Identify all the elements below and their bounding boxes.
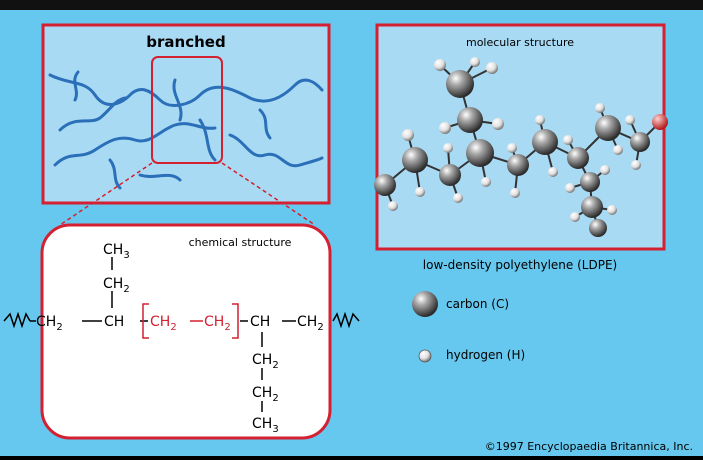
molecular-frame	[375, 23, 666, 251]
chem-ch2-lower-branch-2: CH2	[252, 385, 279, 404]
chem-ch-left: CH	[104, 314, 124, 330]
chain-end-right	[332, 311, 360, 329]
chem-ch2-2: CH2	[297, 314, 324, 333]
chem-ch3-top: CH3	[103, 242, 130, 261]
end-atom	[652, 114, 668, 130]
legend: carbon (C) hydrogen (H)	[412, 291, 525, 363]
molecular-panel: molecular structure	[374, 23, 668, 272]
molecular-caption: low-density polyethylene (LDPE)	[423, 258, 617, 272]
branched-panel: branched	[41, 23, 331, 205]
formula-text: CH2 CH CH2 CH2 CH CH2 CH3 CH2 CH2 CH2 CH…	[36, 242, 324, 435]
chemical-title: chemical structure	[189, 236, 292, 249]
chemical-panel: chemical structure	[3, 223, 360, 440]
chem-ch2-lower-branch-1: CH2	[252, 352, 279, 371]
zoom-lines	[59, 162, 316, 226]
repeat-unit-brackets	[142, 303, 239, 339]
branched-title: branched	[146, 33, 225, 51]
chem-ch2-1: CH2	[36, 314, 63, 333]
diagram-svg: branched	[3, 23, 693, 453]
molecular-title: molecular structure	[466, 36, 574, 49]
chemical-frame	[40, 223, 332, 440]
carbon-atoms	[374, 70, 650, 237]
legend-hydrogen-label: hydrogen (H)	[446, 348, 525, 362]
carbon-atom-icon	[412, 291, 438, 317]
chain-end-left	[3, 311, 31, 329]
zoom-box	[151, 56, 223, 164]
legend-carbon-label: carbon (C)	[446, 297, 509, 311]
chem-ch3-bottom: CH3	[252, 416, 279, 435]
hydrogen-atoms	[388, 57, 641, 222]
copyright-credit: ©1997 Encyclopaedia Britannica, Inc.	[485, 440, 693, 453]
top-bar	[0, 0, 703, 10]
branched-frame	[41, 23, 331, 205]
chem-ch2-repeat-1: CH2	[150, 314, 177, 333]
hydrogen-atom-icon	[418, 349, 432, 363]
chem-ch2-repeat-2: CH2	[204, 314, 231, 333]
diagram-canvas: branched	[0, 10, 703, 456]
chemical-bonds	[30, 257, 296, 412]
chem-ch2-upper-branch: CH2	[103, 276, 130, 295]
polymer-chains	[48, 70, 324, 190]
chem-ch-right: CH	[250, 314, 270, 330]
